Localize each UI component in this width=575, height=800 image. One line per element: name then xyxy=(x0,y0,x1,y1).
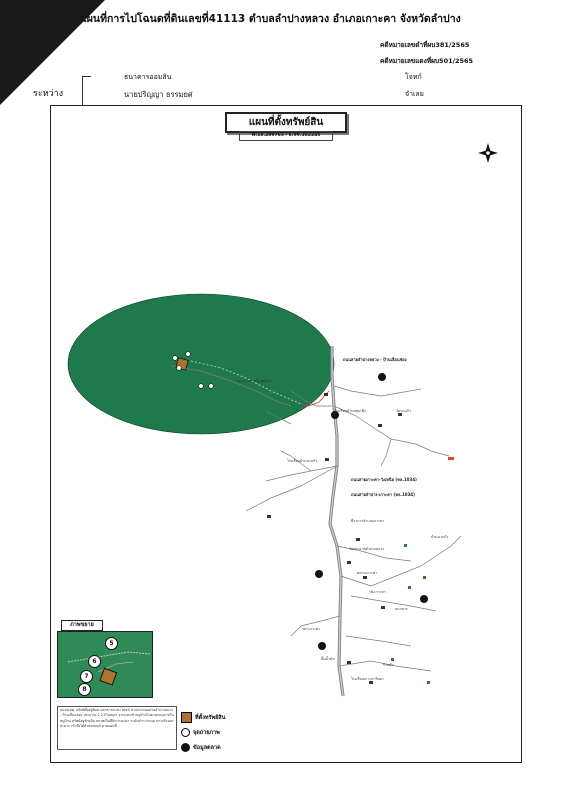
access-route xyxy=(190,360,302,405)
label-gas: ปั๊มน้ำมัน xyxy=(321,657,335,661)
defendant-name: นายปริญญา ธรรมยศ xyxy=(124,90,193,99)
label-temple-2: วัดนาแก้ว xyxy=(396,409,411,413)
road-label-local: ถนนสายภายในหมู่บ้าน xyxy=(237,379,272,383)
label-police: สภ.เกาะคา xyxy=(303,627,321,631)
case-red-number: คดีหมายเลขแดงที่ผบ501/2565 xyxy=(380,57,474,65)
legend-property-label: ที่ตั้งทรัพย์สิน xyxy=(195,715,226,721)
inset-point-8: 8 xyxy=(78,683,91,696)
label-hospital: รพ.เกาะคา xyxy=(369,590,386,594)
legend-market: ข้อมูลตลาด xyxy=(181,743,221,752)
legend-market-label: ข้อมูลตลาด xyxy=(193,745,221,751)
map-coordinates: N:18.289765 / E:99.382245 xyxy=(239,131,333,141)
building-symbols xyxy=(267,393,402,684)
label-market: ตลาดเกาะคา xyxy=(357,571,378,575)
case-black-number: คดีหมายเลขดำที่ผบ381/2565 xyxy=(380,41,470,49)
photo-points xyxy=(172,351,214,389)
label-school-2: โรงเรียนบ้านนาแก้ว xyxy=(287,459,318,463)
road-label-1034: ถนนสายลำปาง-เกาะคา (ทล.1034) xyxy=(351,492,415,497)
green-markers xyxy=(391,544,430,684)
map-title: แผนที่ตั้งทรัพย์สิน xyxy=(225,112,347,133)
main-road xyxy=(328,346,345,697)
page-title: แผนที่การไปโฉนดที่ดินเลขที่41113 ตำบลลำป… xyxy=(80,13,461,25)
label-village: บ้านนาแก้ว xyxy=(431,535,449,539)
photo-point-icon xyxy=(181,728,190,737)
market-dot-icon xyxy=(181,743,190,752)
road-label-lampang-luang: ถนนสายลำปางหลวง - ป้านเลื่อนช่อง xyxy=(343,357,407,362)
defendant-role: จำเลย xyxy=(405,90,424,98)
map-canvas xyxy=(67,143,498,697)
compass-rose-icon xyxy=(478,143,498,163)
label-bank: ธนาคาร xyxy=(395,607,408,611)
red-marker xyxy=(448,457,454,460)
map-frame: แผนที่ตั้งทรัพย์สิน N:18.289765 / E:99.3… xyxy=(50,105,522,763)
inset-point-5: 5 xyxy=(105,637,118,650)
legend-photo-label: จุดถ่ายภาพ xyxy=(193,730,220,736)
label-school-3: โรงเรียนเกาะคาวิทยา xyxy=(351,677,384,681)
inset-point-6: 6 xyxy=(88,655,101,668)
label-shop: ร้านค้า xyxy=(383,663,394,667)
minor-roads xyxy=(170,365,462,672)
between-bracket xyxy=(82,76,91,106)
inset-canvas xyxy=(67,651,151,686)
legend-property: ที่ตั้งทรัพย์สิน xyxy=(181,712,225,723)
plaintiff-name: ธนาคารออมสิน xyxy=(124,73,172,81)
inset-map: 5 6 7 8 xyxy=(57,631,153,698)
property-area-ellipse xyxy=(67,293,335,435)
label-temple-1: วัดพระธาตุลำปางหลวง xyxy=(349,547,384,551)
market-data-dots xyxy=(315,373,428,650)
plaintiff-role: โจทก์ xyxy=(405,73,422,81)
scan-corner-shadow xyxy=(0,0,105,105)
property-note: หมายเหตุ: ทรัพย์ตั้งอยู่ติดทางสาธารณประโ… xyxy=(57,706,177,750)
road-label-wang-nuea: ถนนสายเกาะคา-วังเหนือ (ทล.1034) xyxy=(351,477,417,482)
label-district-office: ที่ว่าการอำเภอเกาะคา xyxy=(351,519,385,523)
between-label: ระหว่าง xyxy=(33,89,64,99)
inset-point-7: 7 xyxy=(80,670,93,683)
label-school-1: โรงเรียนบ้านหลุ่มเพิ่ง xyxy=(334,409,366,413)
property-hatch-icon xyxy=(181,712,192,723)
inset-title: ภาพขยาย xyxy=(61,620,103,631)
legend-photo: จุดถ่ายภาพ xyxy=(181,728,220,737)
